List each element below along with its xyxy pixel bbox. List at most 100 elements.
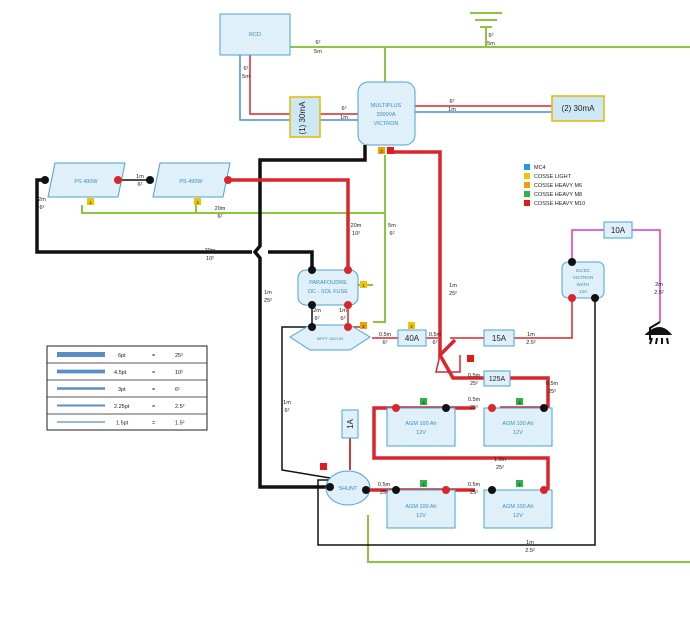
label-rcd-length: 5m [242, 74, 250, 80]
battery-2-line2: 12V [513, 430, 523, 436]
marker-ps2-label: 3 [196, 200, 199, 205]
battery-2[interactable]: AGM 100 Ah 12V [483, 407, 553, 447]
label-neg-section: 10² [206, 256, 214, 262]
battery-3[interactable]: AGM 100 Ah 12V [386, 489, 456, 529]
fuse-15a-label: 15A [492, 334, 507, 343]
fuse-1a[interactable]: 1A [341, 409, 359, 439]
label-shunt-section: 25² [380, 490, 388, 496]
label-40a-length: 0.5m [429, 332, 442, 338]
marker-bat2 [516, 398, 523, 405]
fuse-15a[interactable]: 15A [483, 329, 515, 347]
fuse-125a[interactable]: 125A [483, 370, 511, 387]
legend-mc4: MC4 [534, 165, 546, 171]
solar-panel-1[interactable]: PS 490W [47, 162, 126, 198]
label-125a-section: 25² [470, 381, 478, 387]
rcd-1-label: (1) 30mA [298, 101, 307, 135]
marker-bat4 [516, 480, 523, 487]
terminal-bat4-pos [540, 486, 548, 494]
terminal-parafoudre-neg-in [308, 266, 316, 274]
battery-3-line1: AGM 100 Ah [405, 504, 436, 510]
label-rcd1-length: 1m [340, 115, 348, 121]
terminal-bat3-pos [442, 486, 450, 494]
parafoudre-line1: PARAFOUDRE [309, 280, 347, 286]
marker-ps2 [194, 198, 201, 205]
label-15a-length: 1m [527, 332, 535, 338]
marker-parafoudre-label: 1 [362, 283, 365, 288]
marker-40a [408, 322, 415, 329]
marker-parafoudre [360, 281, 367, 288]
legend-light: COSSE LIGHT [534, 174, 572, 180]
marker-shunt [320, 463, 327, 470]
table-row2-mm: 10² [175, 370, 183, 376]
label-bat-link-length: 0.5m [468, 397, 481, 403]
parafoudre-fuse[interactable]: PARAFOUDRE DC - SOL FUSE [297, 269, 359, 306]
label-earth-length: 5m [388, 223, 396, 229]
ground-symbol [470, 12, 502, 28]
multiplus-inverter[interactable]: MULTIPLUS 3000VA VICTRON [357, 81, 416, 146]
table-row4-eq: = [152, 404, 155, 410]
section-table: 6pt = 25² 4.5pt = 10² 3pt = 6² 2.25pt = … [46, 345, 208, 431]
rcd-1[interactable]: (1) 30mA [289, 96, 321, 138]
table-row3-pt: 3pt [118, 387, 126, 393]
fuse-10a[interactable]: 10A [603, 221, 633, 239]
fuse-40a-label: 40A [405, 334, 420, 343]
parafoudre-line2: DC - SOL FUSE [308, 289, 348, 295]
label-bat-link-section: 25² [470, 405, 478, 411]
label-125a-length: 0.5m [468, 373, 481, 379]
label-par-neg-section: 6² [315, 316, 320, 322]
label-shunt-length: 0.5m [378, 482, 391, 488]
shunt[interactable]: SHUNT [325, 470, 371, 506]
marker-bat1-label: 4 [422, 400, 425, 405]
live-ac-wires [249, 55, 552, 115]
table-row5-pt: 1.5pt [116, 421, 129, 427]
dcdc-line3: WATH [577, 282, 590, 287]
wire-labels: 6² 5m 6² 5m 6² 5m 6² 1m 6² 1m 1m 6² 2m 6… [38, 33, 664, 554]
label-1a-section: 6² [285, 408, 290, 414]
label-ps-earth-length: 20m [215, 206, 226, 212]
rcd-top[interactable]: RCD [219, 13, 291, 56]
marker-bat4-label: 4 [518, 482, 521, 487]
label-125a-right-section: 25² [548, 389, 556, 395]
label-bat3-length: 0.5m [468, 482, 481, 488]
dcdc-converter[interactable]: DC/DC VICTRON WATH 12A [561, 261, 605, 299]
battery-4[interactable]: AGM 100 Ah 12V [483, 489, 553, 529]
table-row3-eq: = [152, 387, 155, 393]
table-row5-eq: = [152, 421, 155, 427]
label-mp-section: 25² [449, 291, 457, 297]
fuse-40a[interactable]: 40A [397, 329, 427, 347]
label-ps-neg-section: 6² [40, 205, 45, 211]
dcdc-line1: DC/DC [576, 268, 591, 273]
label-earth-section: 6² [390, 231, 395, 237]
label-par-pos-length: 1m [339, 308, 347, 314]
table-row4-pt: 2.25pt [114, 404, 130, 410]
table-row5-mm: 1.5² [175, 421, 185, 427]
battery-4-line2: 12V [513, 513, 523, 519]
rcd-2[interactable]: (2) 30mA [551, 95, 605, 122]
terminal-mppt-pos [344, 323, 352, 331]
label-40a-section: 6² [433, 340, 438, 346]
table-row4-mm: 2.5² [175, 404, 185, 410]
label-mid-section: 25² [496, 465, 504, 471]
fuse-10a-label: 10A [611, 226, 626, 235]
marker-bat3-label: 4 [422, 482, 425, 487]
battery-1[interactable]: AGM 100 Ah 12V [386, 407, 456, 447]
label-bat3-section: 25² [470, 490, 478, 496]
table-row1-pt: 6pt [118, 353, 126, 359]
label-mppt-out-section: 6² [383, 340, 388, 346]
marker-bat1 [420, 398, 427, 405]
terminal-bat2-pos [488, 404, 496, 412]
mppt-controller[interactable]: MPPT 150/100 [289, 324, 371, 351]
terminals [41, 176, 599, 494]
label-mid-length: 1.5m [494, 457, 507, 463]
label-ps-earth-section: 6² [218, 214, 223, 220]
earth-wires [81, 28, 690, 563]
legend-swatch-m6 [524, 182, 530, 188]
multiplus-line2: 3000VA [376, 112, 395, 118]
label-bottom-section: 2.5² [525, 548, 535, 554]
marker-bat3 [420, 480, 427, 487]
solar-panel-2[interactable]: PS 490W [152, 162, 231, 198]
terminal-ps1-pos [114, 176, 122, 184]
terminal-ps2-pos [224, 176, 232, 184]
shower-icon [644, 321, 673, 345]
